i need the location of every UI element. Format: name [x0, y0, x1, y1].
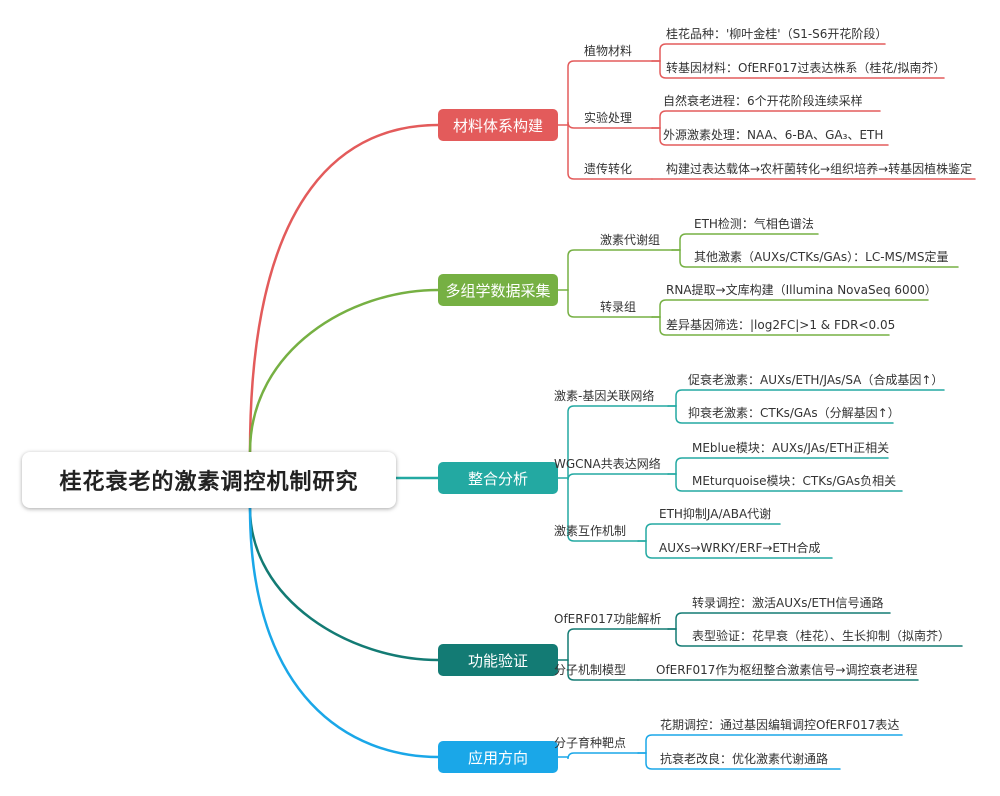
leaf-topic[interactable]: 表型验证：花早衰（桂花）、生长抑制（拟南芥） — [692, 629, 951, 643]
connector-line — [667, 473, 903, 492]
sub-topic[interactable]: 激素代谢组 — [600, 233, 661, 247]
sub-topic[interactable]: OfERF017功能解析 — [554, 612, 662, 626]
branch-topic[interactable]: 应用方向 — [438, 741, 558, 773]
leaf-topic[interactable]: 抗衰老改良：优化激素代谢通路 — [660, 752, 829, 766]
sub-topic[interactable]: WGCNA共表达网络 — [554, 457, 661, 471]
sub-topic[interactable]: 分子机制模型 — [554, 663, 627, 677]
sub-topic[interactable]: 实验处理 — [584, 111, 633, 125]
connector-line — [637, 540, 833, 559]
leaf-topic[interactable]: AUXs→WRKY/ERF→ETH合成 — [659, 541, 821, 555]
leaf-topic[interactable]: 其他激素（AUXs/CTKs/GAs）：LC-MS/MS定量 — [694, 250, 949, 264]
leaf-topic[interactable]: 转基因材料：OfERF017过表达株系（桂花/拟南芥） — [666, 61, 946, 75]
root-topic[interactable]: 桂花衰老的激素调控机制研究 — [22, 452, 396, 508]
sub-topic[interactable]: 遗传转化 — [584, 162, 633, 176]
connector-line — [651, 316, 890, 336]
connector-line — [637, 752, 841, 770]
connector-line — [651, 127, 889, 146]
branch-topic[interactable]: 材料体系构建 — [438, 109, 558, 141]
leaf-topic[interactable]: MEblue模块：AUXs/JAs/ETH正相关 — [692, 441, 890, 455]
leaf-topic[interactable]: 转录调控：激活AUXs/ETH信号通路 — [692, 596, 884, 610]
branch-topic[interactable]: 整合分析 — [438, 462, 558, 494]
connector-line — [567, 659, 639, 681]
leaf-topic[interactable]: RNA提取→文库构建（Illumina NovaSeq 6000） — [666, 283, 937, 297]
connector-line — [248, 506, 440, 662]
connector-line — [651, 43, 886, 62]
connector-line — [567, 752, 639, 760]
connector-line — [667, 405, 894, 424]
leaf-topic[interactable]: OfERF017作为枢纽整合激素信号→调控衰老进程 — [656, 663, 918, 677]
connector-line — [567, 473, 669, 481]
connector-line — [248, 506, 440, 759]
leaf-topic[interactable]: MEturquoise模块：CTKs/GAs负相关 — [692, 474, 897, 488]
connector-line — [671, 249, 959, 268]
leaf-topic[interactable]: 花期调控：通过基因编辑调控OfERF017表达 — [660, 718, 900, 732]
connector-line — [567, 477, 639, 542]
sub-topic[interactable]: 植物材料 — [584, 44, 633, 58]
leaf-topic[interactable]: ETH检测：气相色谱法 — [694, 217, 814, 231]
connector-line — [667, 389, 945, 407]
leaf-topic[interactable]: ETH抑制JA/ABA代谢 — [659, 507, 772, 521]
leaf-topic[interactable]: 促衰老激素：AUXs/ETH/JAs/SA（合成基因↑） — [688, 373, 944, 387]
connector-line — [637, 734, 903, 754]
leaf-topic[interactable]: 自然衰老进程：6个开花阶段连续采样 — [663, 94, 863, 108]
connector-line — [667, 457, 889, 475]
connector-line — [651, 60, 945, 79]
connector-line — [567, 628, 669, 661]
connector-line — [667, 628, 963, 647]
leaf-topic[interactable]: 桂花品种：'柳叶金桂'（S1-S6开花阶段） — [666, 27, 888, 41]
connector-line — [248, 288, 440, 454]
connector-line — [248, 123, 440, 454]
connector-line — [671, 233, 819, 251]
connector-line — [567, 124, 653, 180]
connector-line — [567, 60, 653, 126]
sub-topic[interactable]: 激素互作机制 — [554, 524, 627, 538]
connector-line — [567, 289, 653, 318]
sub-topic[interactable]: 分子育种靶点 — [554, 736, 627, 750]
connector-line — [651, 299, 929, 318]
leaf-topic[interactable]: 构建过表达载体→农杆菌转化→组织培养→转基因植株鉴定 — [666, 162, 973, 176]
connector-line — [567, 405, 669, 479]
connector-line — [667, 612, 891, 630]
connector-line — [567, 249, 673, 291]
sub-topic[interactable]: 激素-基因关联网络 — [554, 389, 655, 403]
leaf-topic[interactable]: 抑衰老激素：CTKs/GAs（分解基因↑） — [688, 406, 900, 420]
leaf-topic[interactable]: 差异基因筛选：|log2FC|>1 & FDR<0.05 — [666, 318, 896, 332]
connector-line — [637, 523, 781, 542]
branch-topic[interactable]: 多组学数据采集 — [438, 274, 558, 306]
connector-line — [651, 110, 881, 129]
branch-topic[interactable]: 功能验证 — [438, 644, 558, 676]
leaf-topic[interactable]: 外源激素处理：NAA、6-BA、GA₃、ETH — [663, 128, 884, 142]
connector-line — [567, 121, 653, 129]
sub-topic[interactable]: 转录组 — [600, 300, 637, 314]
